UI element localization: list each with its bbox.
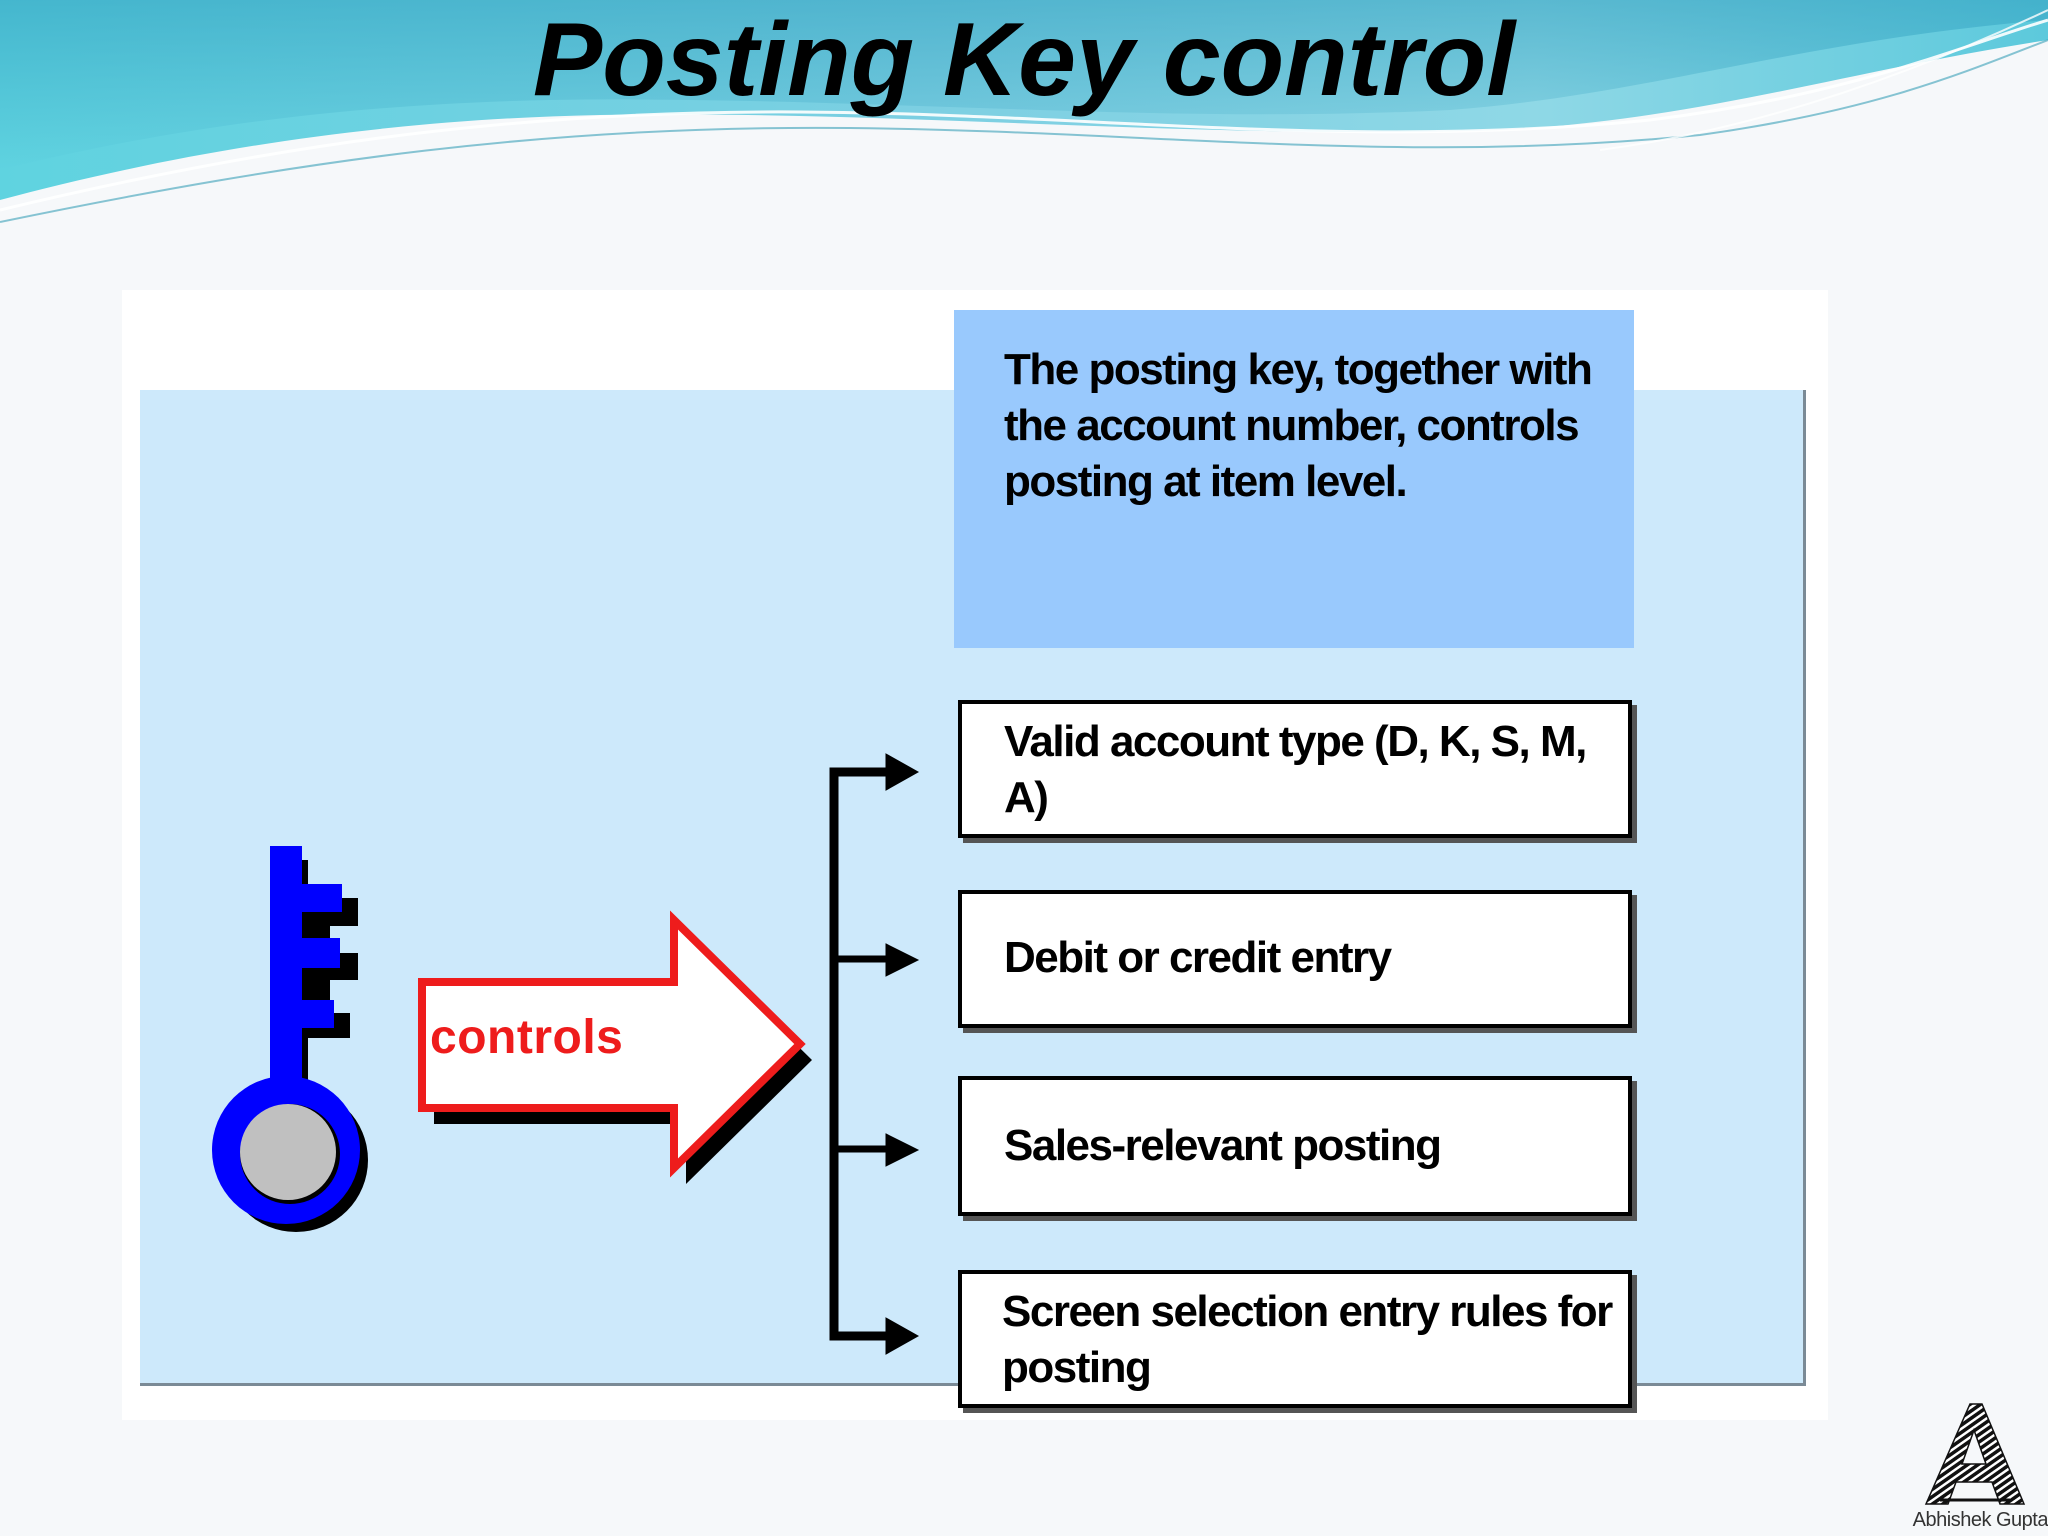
header-wave-decoration [0, 0, 2048, 223]
key-icon [212, 846, 368, 1232]
control-item-account-type: Valid account type (D, K, S, M, A) [958, 700, 1632, 838]
control-item-label: Debit or credit entry [1004, 933, 1392, 982]
control-item-label: Screen selection entry rules for posting [1002, 1287, 1613, 1392]
control-item-screen-selection: Screen selection entry rules for posting [958, 1270, 1632, 1408]
control-item-label: Valid account type (D, K, S, M, A) [1004, 717, 1587, 822]
description-text: The posting key, together with the accou… [1004, 345, 1593, 506]
arrow-label: controls [430, 1011, 624, 1064]
control-item-sales-relevant: Sales-relevant posting [958, 1076, 1632, 1216]
bracket-connector [829, 753, 920, 1355]
slide-title: Posting Key control [532, 2, 1516, 118]
control-item-label: Sales-relevant posting [1004, 1121, 1442, 1170]
description-box: The posting key, together with the accou… [954, 310, 1634, 648]
letter-a-logo [1924, 1403, 2026, 1505]
right-arrow-icon [418, 910, 812, 1184]
logo-caption: Abhishek Gupta [1912, 1509, 2048, 1531]
control-item-debit-credit: Debit or credit entry [958, 890, 1632, 1028]
